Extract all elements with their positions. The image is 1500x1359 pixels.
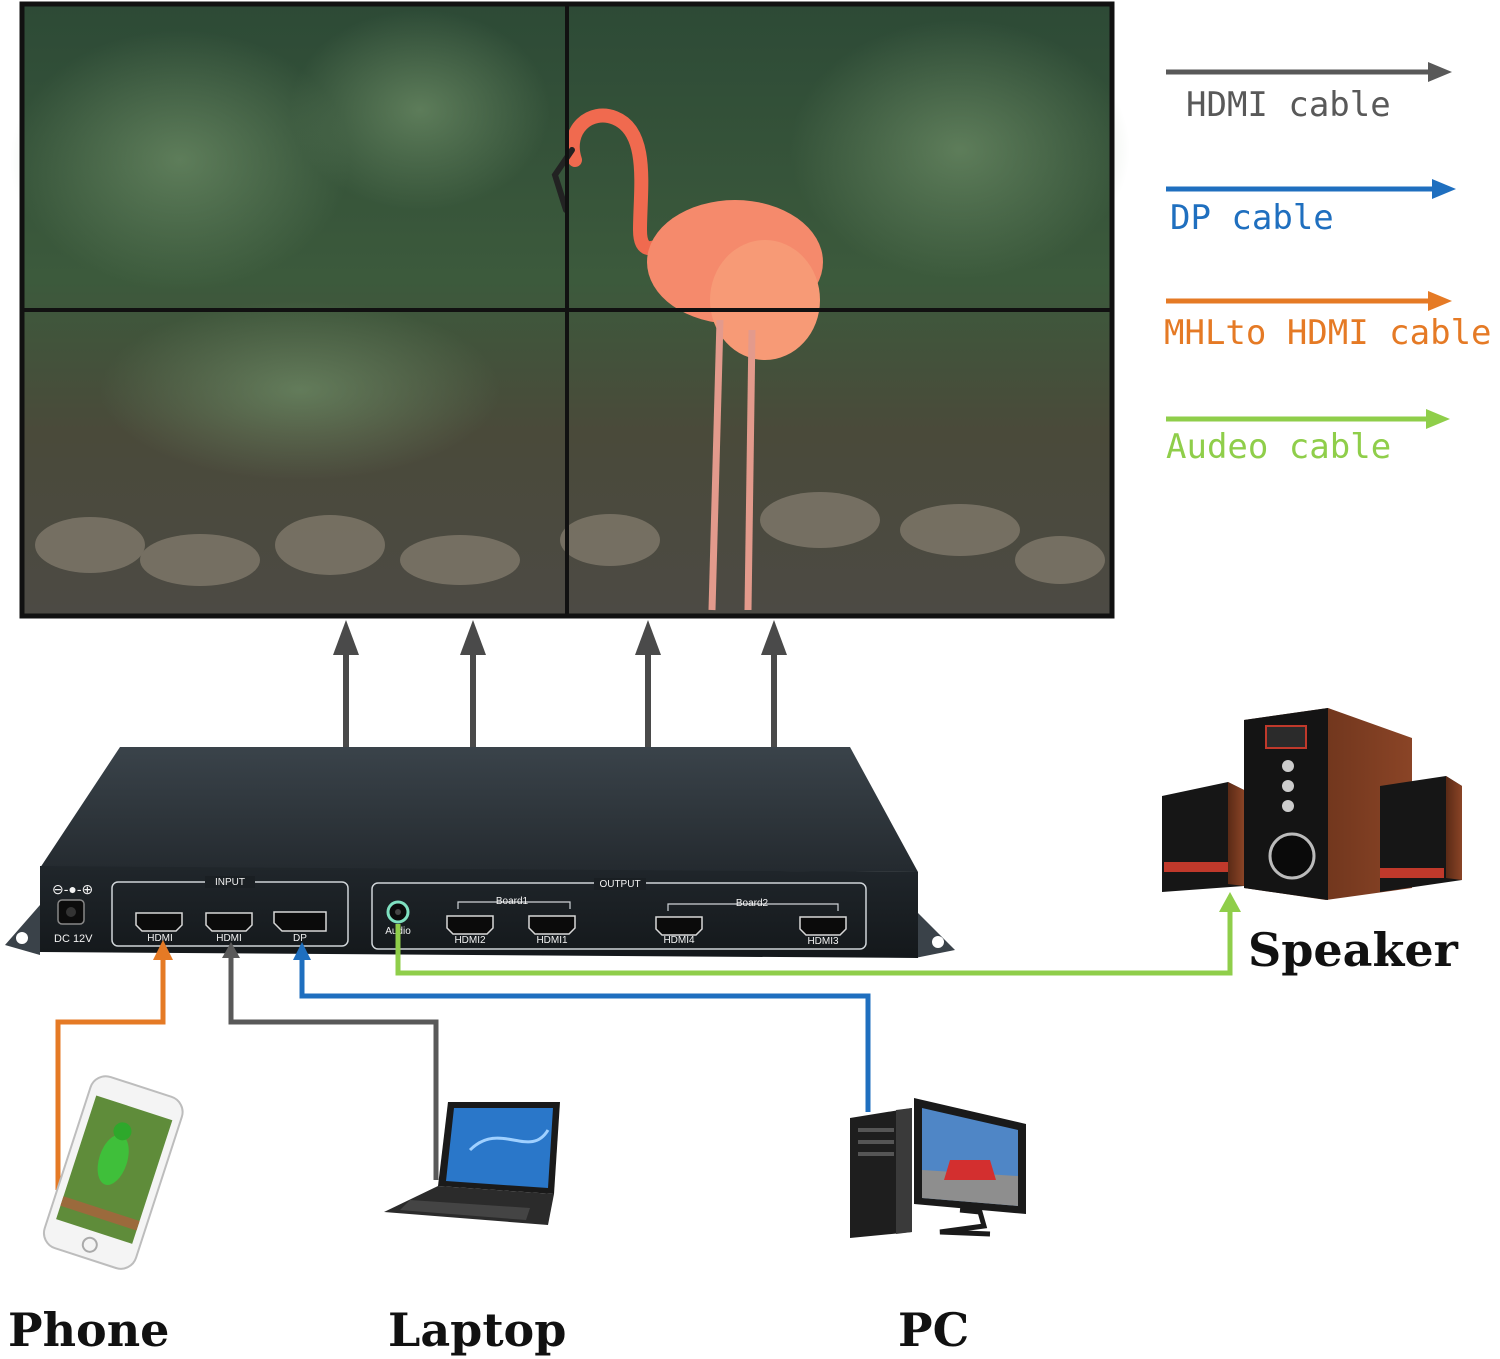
- speaker-label: Speaker: [1248, 923, 1459, 977]
- video-wall-controller: ⊖-●-⊕ DC 12V INPUT HDMI HDMI DP: [5, 747, 955, 958]
- pc-dp-cable: [293, 942, 871, 1112]
- speaker-system-icon: [1162, 708, 1462, 900]
- power-label: DC 12V: [54, 933, 93, 945]
- laptop-label: Laptop: [388, 1303, 566, 1357]
- svg-text:HDMI2: HDMI2: [454, 935, 486, 946]
- video-wall: [10, 1, 1130, 619]
- dc-power-jack: ⊖-●-⊕ DC 12V: [52, 881, 93, 945]
- legend-hdmi-label: HDMI cable: [1186, 85, 1391, 125]
- svg-text:DP: DP: [293, 933, 307, 944]
- legend-dp-arrow: [1166, 179, 1456, 199]
- smartphone-icon: [42, 1075, 184, 1270]
- input-label: INPUT: [215, 877, 245, 888]
- output-arrow-4: [761, 620, 787, 748]
- svg-text:HDMI3: HDMI3: [807, 936, 839, 947]
- board2-label: Board2: [736, 898, 769, 909]
- input-hdmi-port-1: HDMI: [135, 912, 183, 944]
- svg-text:HDMI4: HDMI4: [663, 935, 695, 946]
- output-panel: OUTPUT Audio Board1 Board2 HDMI2 HDMI1 H…: [371, 878, 867, 950]
- board1-label: Board1: [496, 896, 529, 907]
- output-arrows: [333, 620, 787, 748]
- legend: HDMI cable DP cable MHLto HDMI cable Aud…: [1164, 62, 1492, 467]
- output-arrow-1: [333, 620, 359, 748]
- legend-hdmi-arrow: [1166, 62, 1452, 82]
- legend-dp-label: DP cable: [1170, 198, 1334, 238]
- output-hdmi1-port: HDMI1: [528, 915, 576, 946]
- legend-audio-arrow: [1166, 409, 1450, 429]
- desktop-pc-icon: [850, 1098, 1026, 1238]
- legend-mhl-label: MHLto HDMI cable: [1164, 313, 1492, 353]
- output-label: OUTPUT: [599, 879, 640, 890]
- speaker-audio-cable: [395, 892, 1241, 976]
- output-hdmi4-port: HDMI4: [655, 916, 703, 946]
- output-arrow-2: [460, 620, 486, 748]
- phone-label: Phone: [8, 1303, 169, 1357]
- laptop-icon: [384, 1102, 560, 1225]
- phone-mhl-cable: [55, 940, 173, 1190]
- input-panel: INPUT HDMI HDMI DP: [111, 876, 349, 947]
- svg-text:HDMI1: HDMI1: [536, 935, 568, 946]
- svg-text:HDMI: HDMI: [216, 933, 242, 944]
- legend-audio-label: Audeo cable: [1166, 427, 1391, 467]
- pc-label: PC: [898, 1303, 969, 1357]
- input-dp-port: DP: [273, 911, 327, 944]
- output-arrow-3: [635, 620, 661, 748]
- legend-mhl-arrow: [1166, 291, 1452, 311]
- output-hdmi2-port: HDMI2: [446, 915, 494, 946]
- input-hdmi-port-2: HDMI: [205, 912, 253, 944]
- laptop-hdmi-cable: [222, 942, 439, 1180]
- output-hdmi3-port: HDMI3: [799, 916, 847, 947]
- power-symbol: ⊖-●-⊕: [52, 881, 93, 897]
- svg-text:HDMI: HDMI: [147, 933, 173, 944]
- flamingo: [551, 108, 823, 611]
